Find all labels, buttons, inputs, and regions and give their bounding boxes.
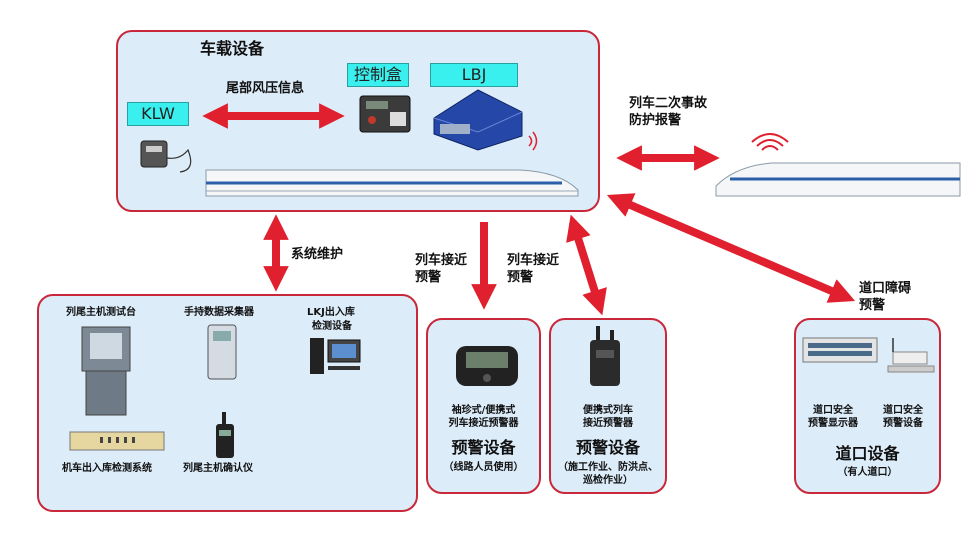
signal-waves-lbj xyxy=(528,131,538,151)
tag-control-box: 控制盒 xyxy=(347,63,409,87)
warning1-subtitle: （线路人员使用） xyxy=(443,462,524,473)
airpressure-label: 尾部风压信息 xyxy=(226,81,305,96)
crossing-alarm-line2: 预警 xyxy=(859,298,886,313)
warning-device-box-2 xyxy=(549,318,667,494)
portable-warner-device xyxy=(590,326,620,386)
maint-item-handheld: 手持数据采集器 xyxy=(184,307,254,318)
crossing-display-device xyxy=(802,337,878,363)
pager-device xyxy=(456,346,518,386)
test-bench-device xyxy=(81,326,131,416)
warning1-device-line1: 袖珍式/便携式 xyxy=(451,405,516,416)
crossing-device2-line1: 道口安全 xyxy=(883,405,923,416)
maint-item-loco: 机车出入库检测系统 xyxy=(62,463,152,474)
crossing-device2-line2: 预警设备 xyxy=(883,418,923,429)
approach-right-line2: 预警 xyxy=(507,270,534,285)
warning2-title: 预警设备 xyxy=(575,438,640,457)
warning2-device-line1: 便携式列车 xyxy=(583,405,633,416)
warning2-subtitle-line2: 巡检作业） xyxy=(583,475,633,486)
loco-detection-device xyxy=(69,431,165,451)
control-box-device xyxy=(359,95,411,133)
secondary-alarm-line1: 列车二次事故 xyxy=(629,96,708,111)
maint-item-confirm: 列尾主机确认仪 xyxy=(183,463,253,474)
crossing-device1-line2: 预警显示器 xyxy=(808,418,858,429)
maint-item-lkj-line2: 检测设备 xyxy=(312,321,352,332)
warning1-device-line2: 列车接近预警器 xyxy=(448,418,519,429)
crossing-alarm-device xyxy=(887,338,935,373)
maint-item-test-bench: 列尾主机测试台 xyxy=(66,307,136,318)
maintenance-label: 系统维护 xyxy=(291,247,344,262)
tag-klw: KLW xyxy=(127,102,189,126)
train-onboard xyxy=(205,169,579,197)
warning2-device-line2: 接近预警器 xyxy=(583,418,633,429)
warning2-subtitle-line1: （施工作业、防洪点、 xyxy=(558,462,658,473)
crossing-device1-line1: 道口安全 xyxy=(813,405,853,416)
secondary-alarm-line2: 防护报警 xyxy=(629,113,682,128)
onboard-title: 车载设备 xyxy=(200,39,265,58)
handheld-collector-device xyxy=(207,324,237,380)
approach-left-line2: 预警 xyxy=(415,270,442,285)
crossing-alarm-arrow xyxy=(606,193,856,303)
maint-item-lkj-line1: LKJ出入库 xyxy=(307,307,355,318)
confirm-radio-device xyxy=(216,412,234,458)
warning1-title: 预警设备 xyxy=(451,438,516,457)
crossing-alarm-line1: 道口障碍 xyxy=(859,281,912,296)
signal-waves-remote xyxy=(751,133,789,151)
train-remote xyxy=(715,162,961,197)
crossing-subtitle: （有人道口） xyxy=(837,467,898,478)
lkj-detector-device xyxy=(310,338,361,374)
klw-device xyxy=(140,140,192,173)
crossing-title: 道口设备 xyxy=(835,444,900,463)
approach-arrow-diagonal xyxy=(566,214,607,316)
approach-left-line1: 列车接近 xyxy=(415,253,468,268)
approach-right-line1: 列车接近 xyxy=(507,253,560,268)
tag-lbj: LBJ xyxy=(430,63,518,87)
lbj-device xyxy=(433,89,523,151)
